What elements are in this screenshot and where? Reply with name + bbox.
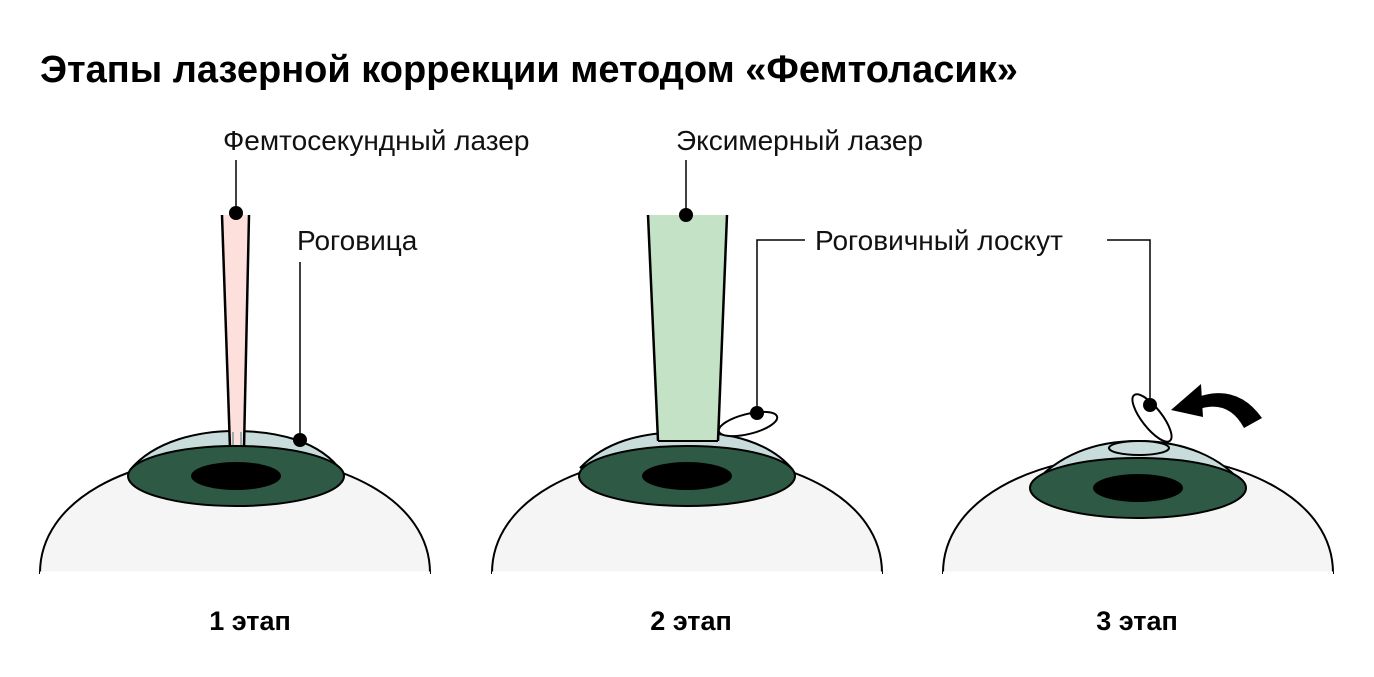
- pupil-1: [191, 462, 281, 490]
- corneal-flap-3: [1131, 393, 1173, 443]
- stage-3-illustration: 3 этап: [941, 239, 1335, 636]
- pupil-3: [1093, 474, 1183, 502]
- stage-2-label: 2 этап: [650, 606, 732, 636]
- corneal-flap-2: [717, 410, 779, 438]
- corneal-flap-label: Роговичный лоскут: [815, 225, 1063, 256]
- stage-1-label: 1 этап: [209, 606, 291, 636]
- excimer-laser-beam: [648, 215, 727, 441]
- femtosecond-laser-label: Фемтосекундный лазер: [223, 125, 529, 156]
- excimer-laser-label: Эксимерный лазер: [676, 125, 923, 156]
- cornea-label: Роговица: [297, 225, 418, 256]
- stage-3-label: 3 этап: [1096, 606, 1178, 636]
- page-title: Этапы лазерной коррекции методом «Фемтол…: [40, 49, 1018, 91]
- pupil-2: [642, 462, 732, 490]
- stage-1-illustration: Фемтосекундный лазер Роговица 1 этап: [38, 125, 529, 636]
- flap-lift-arrow-icon: [1190, 393, 1262, 428]
- stage-2-illustration: Эксимерный лазер 2 этап: [490, 125, 923, 636]
- ablated-zone: [1108, 440, 1170, 456]
